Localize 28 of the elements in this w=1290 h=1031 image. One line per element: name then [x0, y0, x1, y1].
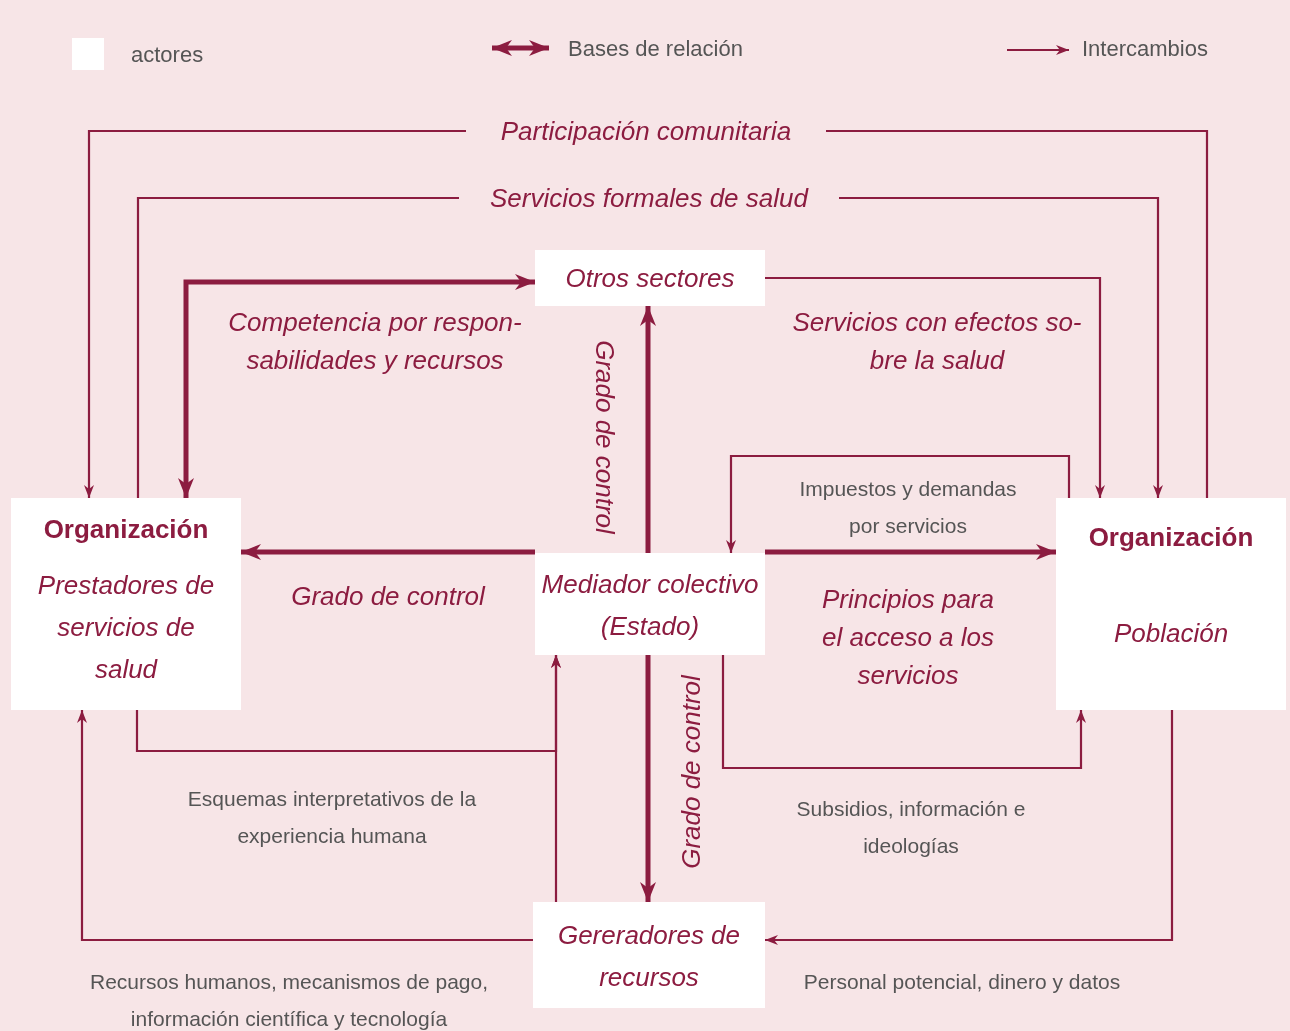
arrow — [640, 306, 656, 553]
arrow — [765, 544, 1056, 560]
actor-box — [535, 553, 765, 655]
arrow — [241, 544, 535, 560]
actor-heading: Organización — [1088, 521, 1254, 554]
actor-label: Prestadores de servicios de salud — [36, 569, 216, 686]
arrow — [178, 274, 535, 498]
actor-heading: Organización — [43, 513, 209, 546]
actor-label: Gereradores de recursos — [556, 919, 742, 994]
legend-label: Intercambios — [1082, 36, 1208, 62]
actor-label: Otros sectores — [565, 262, 735, 295]
arrow — [551, 655, 561, 902]
actor-label: Población — [1113, 617, 1229, 650]
actor-box — [535, 250, 765, 306]
actor-box — [1056, 498, 1286, 710]
actor-box — [533, 902, 765, 1008]
edge-label: Grado de control — [675, 673, 707, 871]
arrow — [640, 655, 656, 902]
arrow — [77, 710, 533, 942]
arrow — [726, 454, 1071, 553]
legend-label: Bases de relación — [568, 36, 743, 62]
actor-box — [11, 498, 241, 710]
actor-label: Mediador colectivo (Estado) — [540, 568, 760, 643]
arrow — [765, 276, 1105, 498]
arrow — [721, 655, 1086, 770]
arrow — [765, 710, 1174, 945]
edge-label: Grado de control — [589, 339, 621, 537]
legend-label: actores — [131, 42, 204, 68]
